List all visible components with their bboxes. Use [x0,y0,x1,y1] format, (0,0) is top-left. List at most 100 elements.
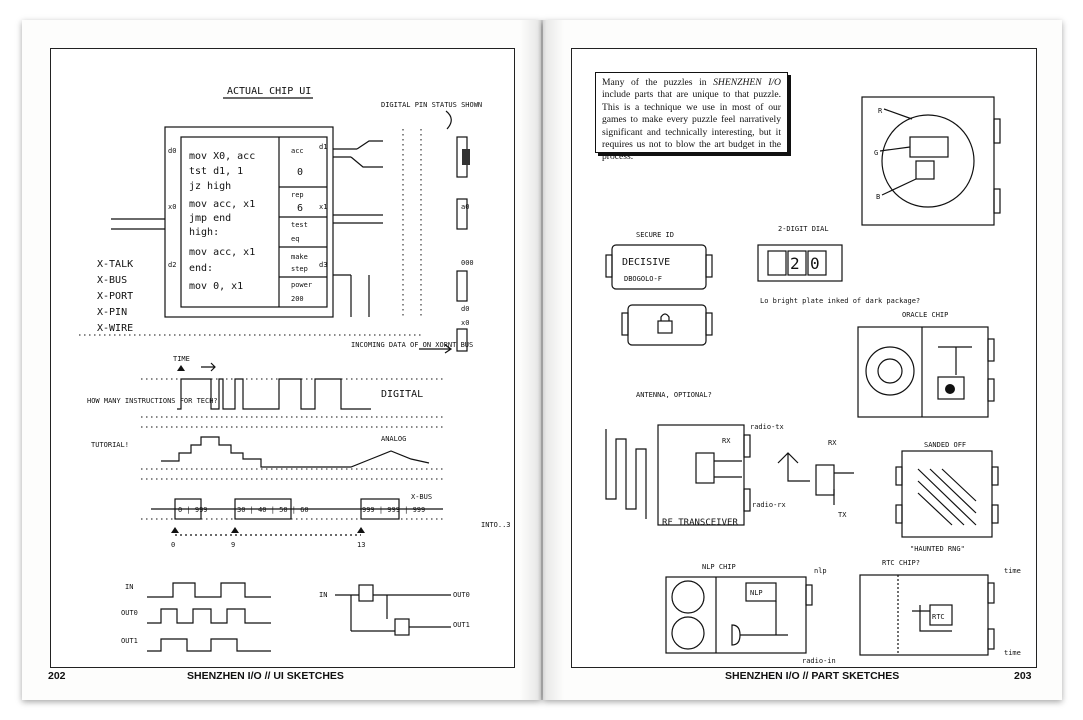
signal-label: X-BUS [411,493,432,501]
code-line: mov acc, x1 [189,199,255,210]
svg-text:time: time [1004,649,1021,657]
bus-type-list: X-TALK X-BUS X-PORT X-PIN X-WIRE [97,259,133,334]
svg-text:radio-in: radio-in [802,657,836,665]
svg-text:DBOGOLO-F: DBOGOLO-F [624,275,662,283]
svg-text:G: G [874,149,878,157]
right-page-number: 203 [1014,670,1032,682]
svg-text:NLP CHIP: NLP CHIP [702,563,736,571]
svg-text:X-PORT: X-PORT [97,291,133,302]
pin-status-arrow [445,110,452,130]
register-panel: acc 0 rep 6 test eq make step power 200 [291,147,312,303]
timing-diagram: TIME DIGITAL ANALOG 0 | 999 30 | 40 | 50… [141,355,511,549]
signal-label: ANALOG [381,435,406,443]
part-sketches-drawing: R G B SECURE ID DECISIVE DBOGOLO-F [605,96,1021,665]
chip-wires [79,129,422,336]
register-label: 200 [291,295,304,303]
register-label: acc [291,147,304,155]
svg-text:X-TALK: X-TALK [97,259,133,270]
side-label: d0 [461,305,469,313]
svg-text:X-BUS: X-BUS [97,275,127,286]
svg-text:RX: RX [722,437,731,445]
svg-text:B: B [876,193,880,201]
analog-waveform [161,436,430,468]
oracle-chip-part: ORACLE CHIP [857,311,995,418]
svg-text:ANTENNA, OPTIONAL?: ANTENNA, OPTIONAL? [636,391,712,399]
io-waveforms: IN OUT0 OUT1 [121,582,271,652]
svg-text:"HAUNTED RNG": "HAUNTED RNG" [910,545,965,553]
into-note: INTO..3 [481,521,511,529]
rf-transceiver-part: ANTENNA, OPTIONAL? RX radio-tx radio-rx … [605,391,854,528]
sanded-off-part: SANDED OFF "HAUNTED RNG" [895,441,999,553]
xbus-packet [360,498,400,520]
svg-text:2-DIGIT DIAL: 2-DIGIT DIAL [778,225,829,233]
code-listing: mov X0, acc tst d1, 1 jz high mov acc, x… [189,151,255,292]
pin-status-note: DIGITAL PIN STATUS SHOWN [381,101,482,109]
rtc-chip-part: RTC CHIP? time RTC time [859,559,1021,657]
svg-text:RTC: RTC [932,613,945,621]
intro-text-prefix: Many of the puzzles in [602,77,714,88]
svg-text:0: 0 [810,254,820,273]
side-label: x0 [461,319,469,327]
svg-text:radio-rx: radio-rx [752,501,786,509]
code-line: high: [189,227,219,238]
svg-text:nlp: nlp [814,567,827,575]
xbus-packet [174,498,202,520]
left-page: ACTUAL CHIP UI DIGITAL PIN STATUS SHOWN … [22,20,541,700]
lock-icon [657,320,673,334]
code-panel [180,136,328,308]
svg-text:OUT1: OUT1 [453,621,470,629]
svg-text:RTC CHIP?: RTC CHIP? [882,559,920,567]
timeline-tick: 0 [171,541,175,549]
svg-text:OUT1: OUT1 [121,637,138,645]
pin-label-d2: d2 [168,261,176,269]
svg-text:RF TRANSCEIVER: RF TRANSCEIVER [662,518,738,528]
svg-text:radio-tx: radio-tx [750,423,784,431]
intro-text-italic: SHENZHEN I/O [713,77,781,88]
svg-text:OUT0: OUT0 [121,609,138,617]
intro-text-rest: include parts that are unique to that pu… [602,89,781,163]
svg-text:RX: RX [828,439,837,447]
xbus-packet-label: 30 | 40 | 50 | 60 [237,506,309,514]
timeline-tick: 13 [357,541,365,549]
code-line: mov acc, x1 [189,247,255,258]
digital-waveform [177,378,371,410]
svg-text:time: time [1004,567,1021,575]
svg-text:TX: TX [838,511,847,519]
register-value: 0 [297,167,303,178]
left-sketch-frame: ACTUAL CHIP UI DIGITAL PIN STATUS SHOWN … [50,48,515,668]
pin-label-d3: d3 [319,261,327,269]
incoming-data-note: INCOMING DATA OF ON XORNT BUS [351,341,473,349]
side-label: a0 [461,203,469,211]
secure-id-part: SECURE ID DECISIVE DBOGOLO-F [605,231,713,346]
svg-text:SANDED OFF: SANDED OFF [924,441,966,449]
nlp-chip-part: NLP CHIP nlp NLP radio-in [665,563,836,665]
register-value: 6 [297,203,303,214]
code-line: jmp end [189,213,231,224]
logic-sketch: IN OUT0 OUT1 [319,584,470,636]
svg-text:IN: IN [319,591,327,599]
code-line: mov 0, x1 [189,281,243,292]
intro-text-box: Many of the puzzles in SHENZHEN I/O incl… [595,72,788,162]
register-label: make [291,253,308,261]
svg-text:X-PIN: X-PIN [97,307,127,318]
pin-label-d1: d1 [319,143,327,151]
svg-text:R: R [878,107,883,115]
pin-label-d0: d0 [168,147,176,155]
register-label: step [291,265,308,273]
left-page-number: 202 [48,670,66,682]
svg-text:ORACLE CHIP: ORACLE CHIP [902,311,948,319]
question-note: HOW MANY INSTRUCTIONS FOR TECH? [87,397,218,405]
register-label: test [291,221,308,229]
register-label: eq [291,235,299,243]
register-label: power [291,281,312,289]
chip-outline [164,126,334,318]
svg-text:OUT0: OUT0 [453,591,470,599]
two-digit-dial-part: 2-DIGIT DIAL 2 0 Lo bright plate inked o… [757,225,920,305]
ui-sketches-drawing: ACTUAL CHIP UI DIGITAL PIN STATUS SHOWN … [79,86,511,652]
pin-label-x1: x1 [319,203,327,211]
pin-label-x0: x0 [168,203,176,211]
code-line: mov X0, acc [189,151,255,162]
right-page: R G B SECURE ID DECISIVE DBOGOLO-F [543,20,1062,700]
right-footer-title: SHENZHEN I/O // PART SKETCHES [725,670,900,682]
